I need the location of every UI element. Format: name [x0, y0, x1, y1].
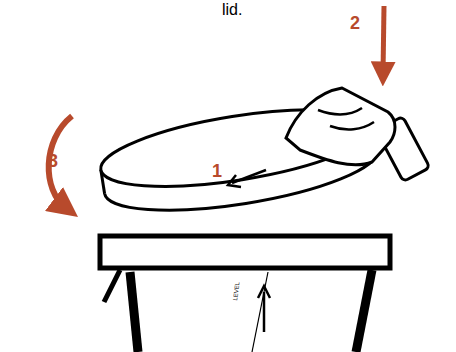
bucket-side: [104, 270, 120, 302]
bucket-side: [356, 270, 372, 352]
level-line: [252, 272, 268, 352]
hand: [286, 88, 430, 182]
press-arrow: [383, 6, 384, 74]
caption-fragment: lid.: [222, 2, 242, 18]
bucket-side: [130, 272, 138, 352]
callout-number: 2: [350, 14, 360, 32]
direction-arrow-head: [228, 175, 241, 187]
turn-arrow: [49, 116, 72, 208]
up-arrow: [263, 292, 266, 332]
up-arrow-head: [258, 286, 270, 298]
bucket-rim: [100, 236, 390, 268]
callout-number: 3: [48, 152, 58, 170]
direction-arrow: [232, 170, 266, 183]
level-mark: LEVEL: [232, 281, 241, 300]
callout-number: 1: [212, 162, 222, 180]
